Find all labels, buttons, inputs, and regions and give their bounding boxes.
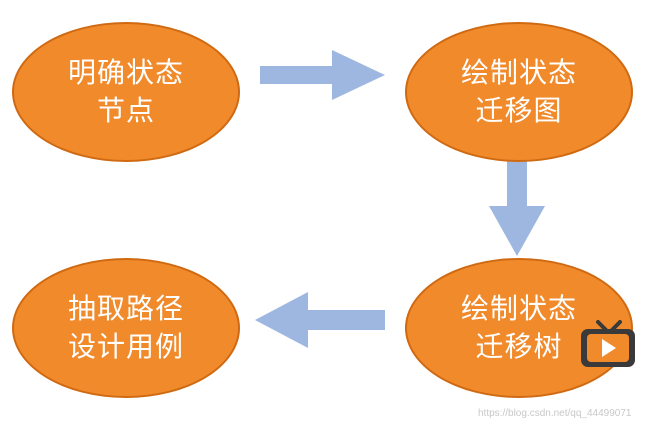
node-identify-states: 明确状态 节点 (12, 22, 240, 162)
watermark-url: https://blog.csdn.net/qq_44499071 (478, 408, 632, 419)
node-label-line2: 迁移树 (475, 330, 563, 363)
arrow-right (260, 50, 385, 100)
node-label-line2: 设计用例 (67, 330, 184, 363)
arrow-down (489, 140, 545, 256)
node-label-line2: 节点 (96, 94, 155, 127)
node-label-line1: 绘制状态 (460, 56, 577, 89)
node-draw-transition-tree: 绘制状态 迁移树 (405, 258, 633, 398)
arrow-left (255, 292, 385, 348)
node-label-line1: 抽取路径 (67, 292, 184, 325)
node-label-line1: 绘制状态 (460, 292, 577, 325)
node-label-line2: 迁移图 (475, 94, 563, 127)
node-draw-transition-graph: 绘制状态 迁移图 (405, 22, 633, 162)
node-extract-paths: 抽取路径 设计用例 (12, 258, 240, 398)
node-label-line1: 明确状态 (67, 56, 184, 89)
tv-play-icon (581, 320, 635, 367)
